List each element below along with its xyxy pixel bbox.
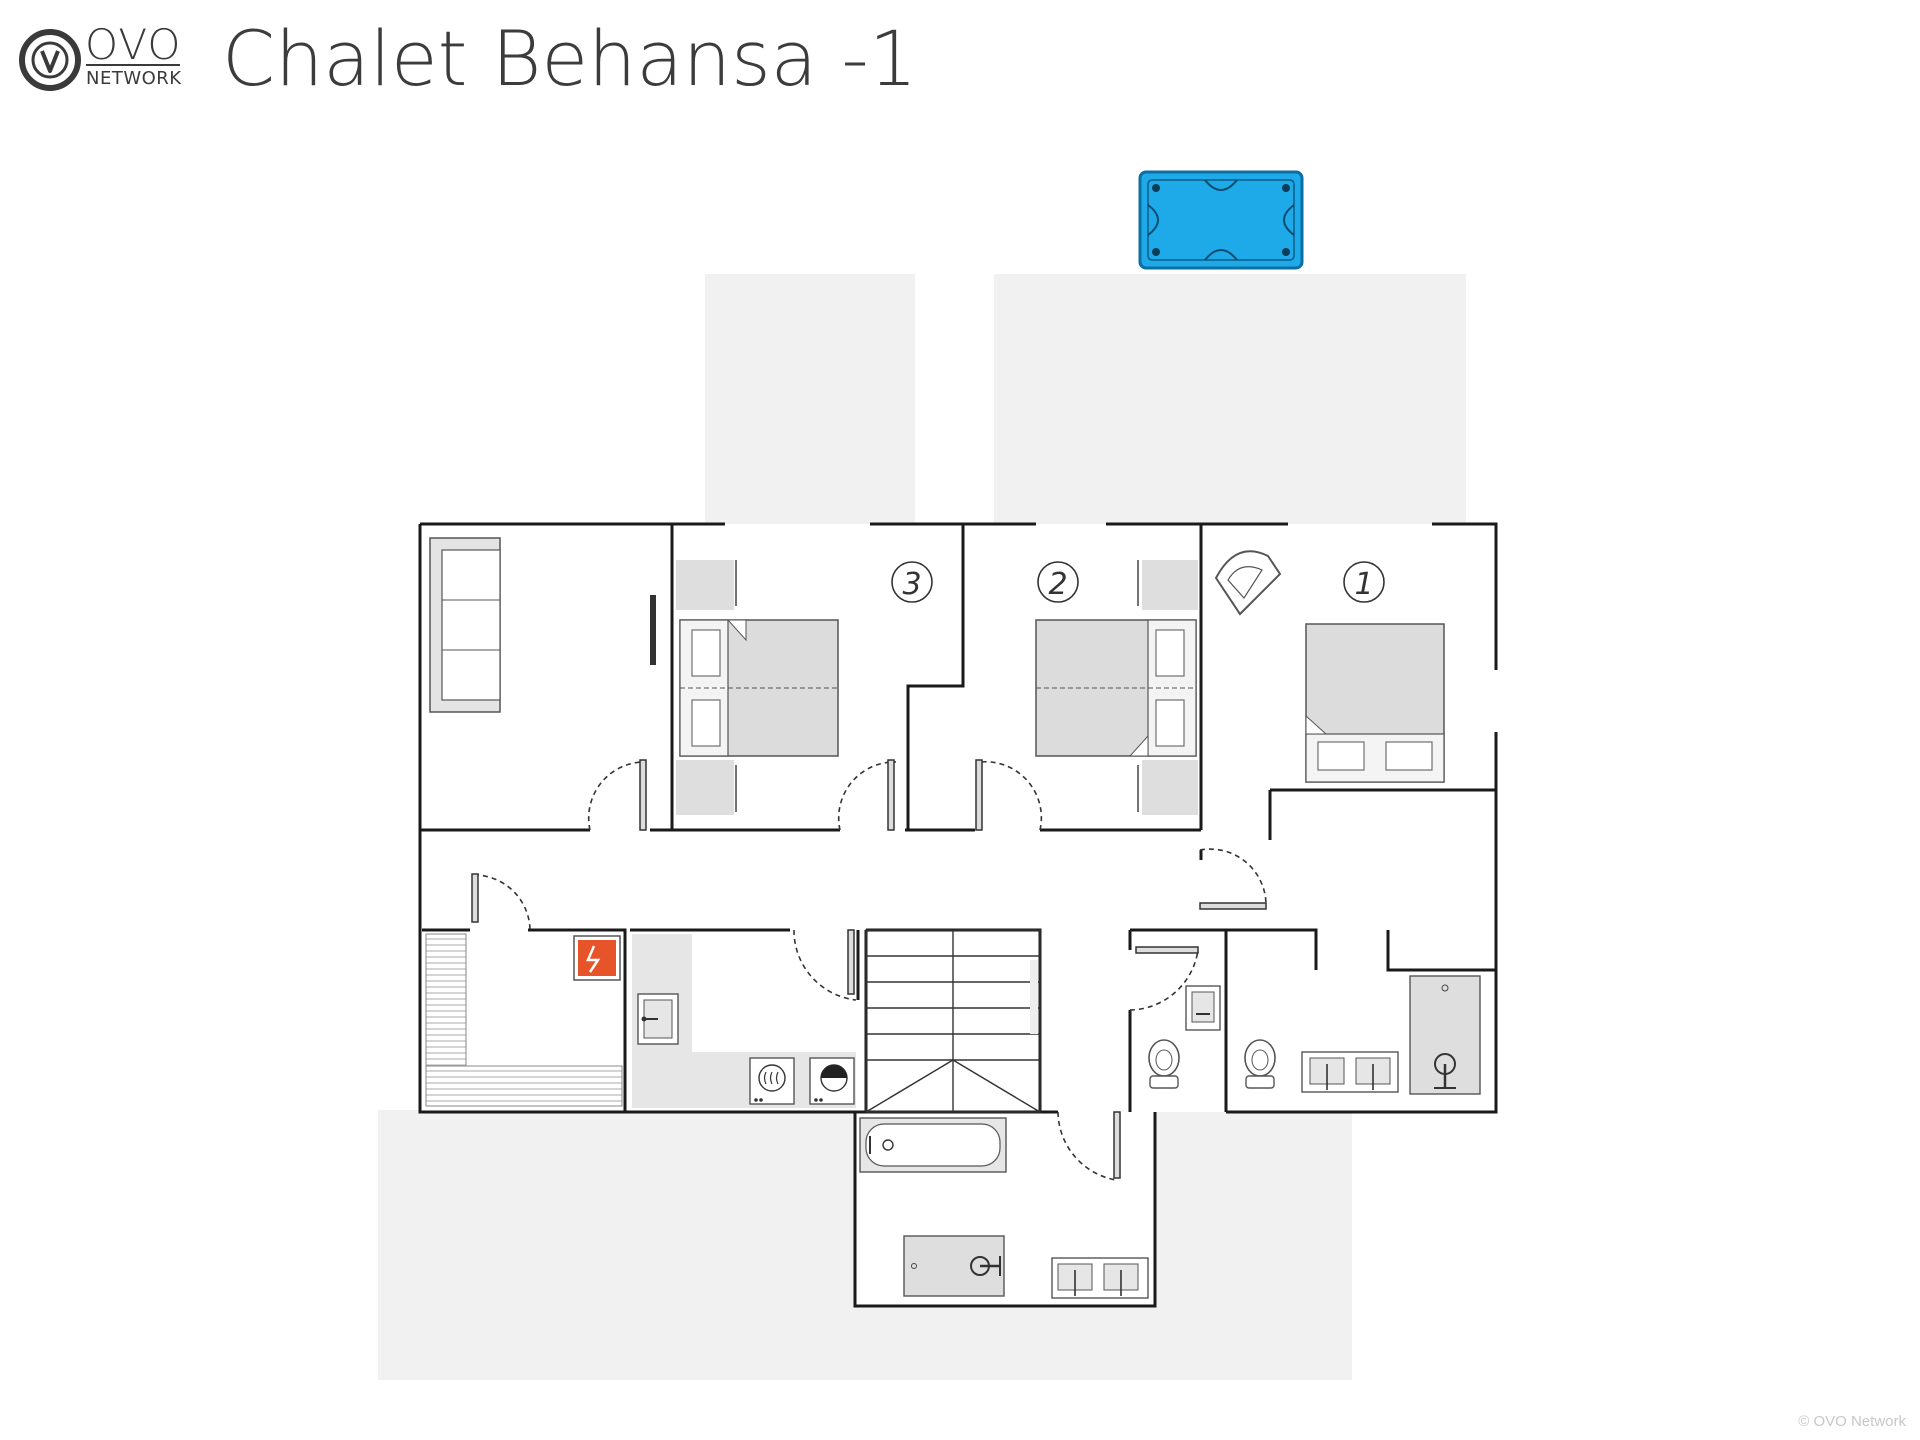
sauna-heater-icon	[573, 935, 621, 981]
room-number-badge-3	[891, 561, 933, 603]
tv-icon	[650, 595, 656, 665]
room-number-1: 1	[1354, 567, 1373, 602]
armchair-icon	[1214, 550, 1282, 616]
header: OVO NETWORK Chalet Behansa -1	[0, 0, 1000, 110]
terrace-left	[705, 274, 915, 524]
room-number-badge-1	[1343, 561, 1385, 603]
washing-machine-icon	[809, 1057, 855, 1105]
logo-divider	[86, 64, 180, 66]
door-swings	[473, 760, 1267, 1181]
sink-icon	[637, 993, 679, 1045]
door-leaves	[471, 759, 1267, 1179]
room-number-3: 3	[902, 567, 921, 602]
main-bathroom	[859, 1117, 1149, 1299]
dryer-icon	[749, 1057, 795, 1105]
bedroom-1: 1	[1214, 550, 1445, 783]
bedroom-2: 2	[1035, 560, 1198, 815]
copyright-notice: © OVO Network	[1798, 1413, 1906, 1430]
logo-wordmark: OVO	[85, 20, 182, 69]
ovo-v-logo-icon	[19, 29, 81, 91]
terrace-right	[994, 274, 1466, 524]
sink-icon	[1185, 985, 1221, 1031]
double-bed-icon	[679, 619, 839, 757]
bathtub-icon	[859, 1117, 1007, 1173]
toilet-icon	[1244, 1039, 1276, 1089]
ensuite-bathroom	[1244, 975, 1481, 1095]
outdoor-areas	[378, 274, 1466, 1380]
room-number-badge-2	[1037, 561, 1079, 603]
double-sink-icon	[1051, 1257, 1149, 1299]
sofa-icon	[429, 537, 501, 713]
shower-icon	[903, 1235, 1005, 1297]
staircase-icon	[865, 929, 1041, 1113]
laundry	[632, 934, 856, 1108]
toilet-icon	[1148, 1039, 1180, 1089]
double-bed-icon	[1305, 623, 1445, 783]
ovo-network-logo[interactable]: OVO NETWORK	[18, 20, 182, 92]
bedroom-3: 3	[676, 560, 933, 815]
sauna	[425, 933, 623, 1107]
hot-tub-icon	[1138, 170, 1304, 270]
logo-subtitle: NETWORK	[86, 68, 182, 89]
double-sink-icon	[1301, 1051, 1399, 1093]
double-bed-icon	[1035, 619, 1197, 757]
room-number-2: 2	[1048, 567, 1067, 602]
sauna-bench-icon	[425, 1065, 623, 1107]
shower-icon	[1409, 975, 1481, 1095]
page-title: Chalet Behansa -1	[222, 14, 918, 103]
wc	[1148, 985, 1221, 1089]
